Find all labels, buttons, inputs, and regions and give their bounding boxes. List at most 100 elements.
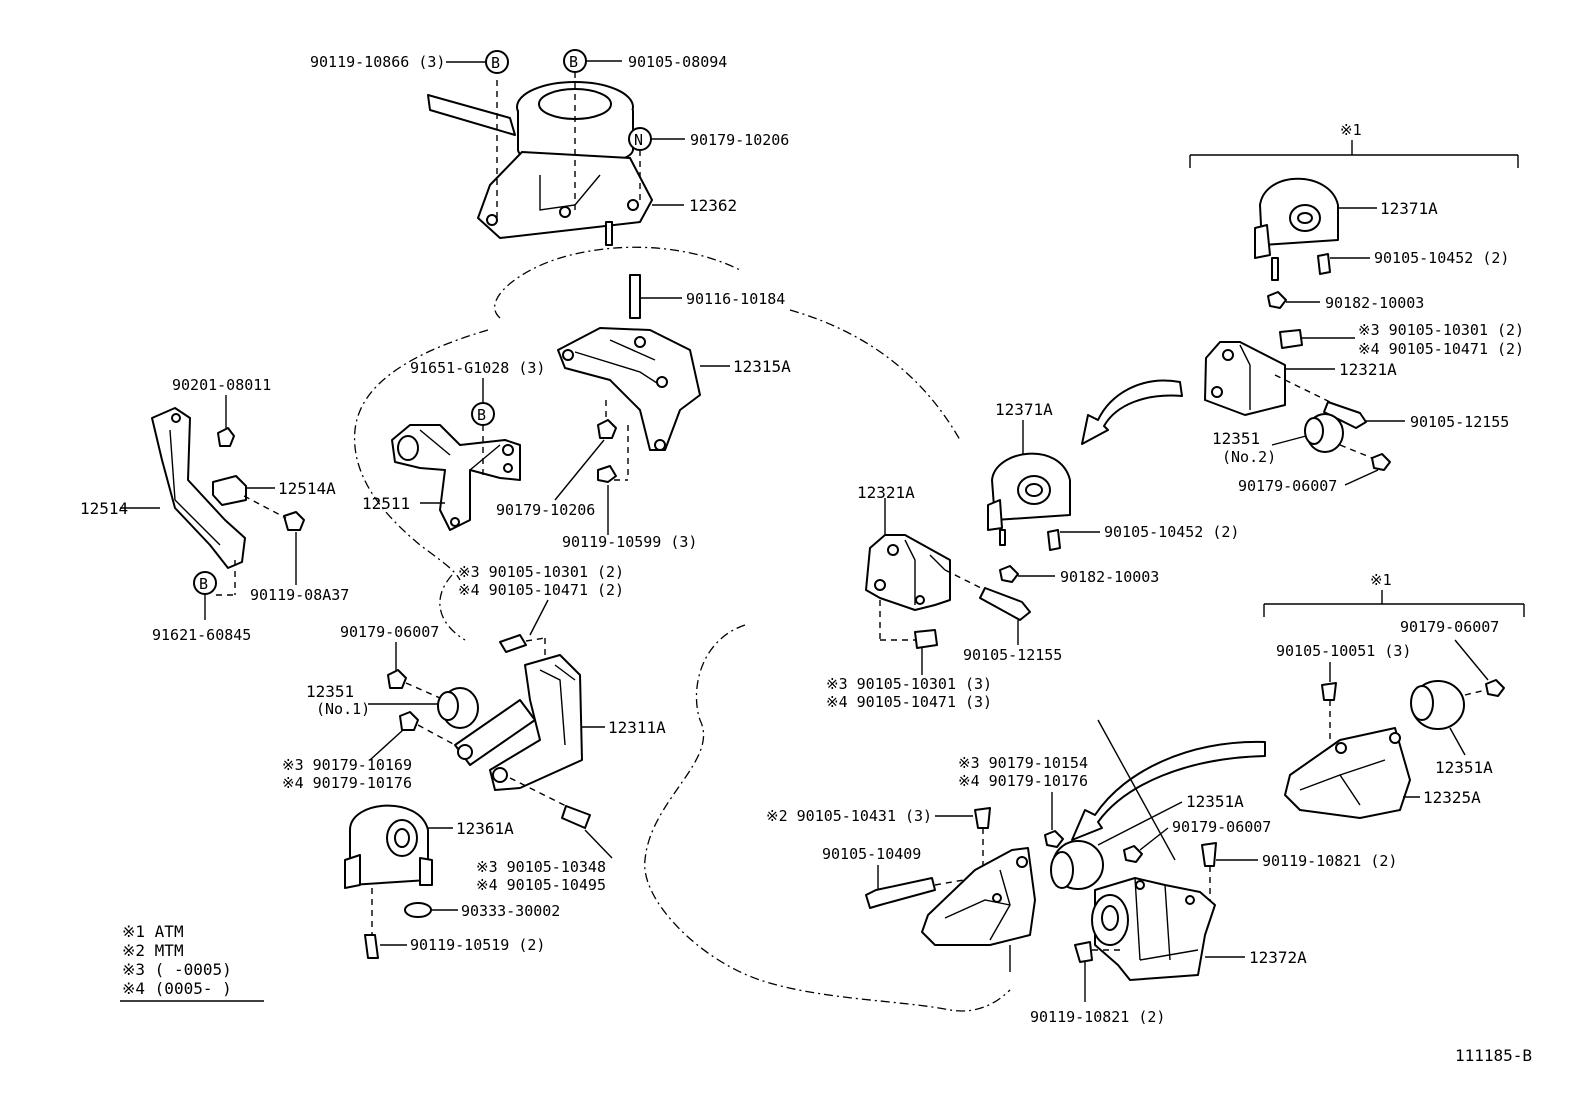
label-n3-90179-10154: ※3 90179-10154 (958, 754, 1088, 772)
label-90105-12155-right: 90105-12155 (1410, 413, 1509, 431)
label-12351-left: 12351 (306, 682, 354, 701)
dash-guide (243, 495, 287, 519)
label-n4-90179-10176-a: ※4 90179-10176 (282, 774, 412, 792)
bracket-12325A-bottom (921, 847, 1036, 946)
label-90119-10821-b: 90119-10821 (2) (1030, 1008, 1165, 1026)
bolt-90105-10431 (974, 807, 991, 829)
washer-90333-30002 (404, 902, 432, 918)
leader-line (1139, 827, 1169, 851)
label-90179-10206-mid: 90179-10206 (496, 501, 595, 519)
footnote-legend: ※1 ATM ※2 MTM ※3 ( -0005) ※4 (0005- ) (120, 922, 264, 1002)
label-90105-10452-right: 90105-10452 (2) (1374, 249, 1509, 267)
label-90119-10821-a: 90119-10821 (2) (1262, 852, 1397, 870)
engine-mount-12371A-mid (987, 452, 1071, 546)
label-12361A: 12361A (456, 819, 514, 838)
legend-note-4: ※4 (0005- ) (122, 979, 232, 998)
bracket-12511 (391, 424, 521, 531)
bolt-90105-12155-mid (979, 587, 1031, 621)
engine-mount-12371A-right (1254, 177, 1339, 281)
bracket-12321A-mid (865, 534, 951, 611)
leader-line (1271, 435, 1307, 446)
bolt-90119-10821-a (1201, 842, 1217, 867)
label-note1-top: ※1 (1340, 121, 1362, 139)
label-90179-06007-right: 90179-06007 (1238, 477, 1337, 495)
label-n3-90179-10169: ※3 90179-10169 (282, 756, 412, 774)
label-90201-08011: 90201-08011 (172, 376, 271, 394)
label-12351-left-sub: (No.1) (316, 700, 370, 718)
bolt-90105-10301 (499, 634, 527, 653)
leader-line (1449, 727, 1466, 756)
circle-b-text: B (199, 575, 208, 593)
group-boundary-line (353, 246, 1011, 1012)
label-n4-90105-10495: ※4 90105-10495 (476, 876, 606, 894)
label-91651-G1028: 91651-G1028 (3) (410, 359, 545, 377)
dash-guide (1339, 444, 1373, 459)
nut-90179-10169 (399, 711, 419, 731)
label-90105-12155-mid: 90105-12155 (963, 646, 1062, 664)
leader-line (369, 729, 404, 761)
leader-line (554, 439, 605, 501)
label-90179-06007-bottom: 90179-06007 (1172, 818, 1271, 836)
label-n3-90105-10301-c: ※3 90105-10301 (2) (1358, 321, 1524, 339)
circle-b-text: B (569, 53, 578, 71)
bolt-90105-12155-right (1323, 401, 1367, 429)
leader-line (1097, 801, 1183, 846)
label-note1-mid: ※1 (1370, 571, 1392, 589)
label-12514: 12514 (80, 499, 128, 518)
label-90116-10184: 90116-10184 (686, 290, 785, 308)
engine-mount-12361A (344, 804, 433, 889)
bolt-90119-10599 (597, 465, 617, 483)
circle-b-text: B (477, 406, 486, 424)
label-n3-90105-10301-a: ※3 90105-10301 (2) (458, 563, 624, 581)
label-90105-08094: 90105-08094 (628, 53, 727, 71)
nut-90179-06007-r2 (1485, 679, 1505, 697)
cushion-12514A (212, 475, 247, 506)
cushion-12351-no1 (437, 687, 479, 729)
bolt-90105-10301-c (1279, 329, 1303, 349)
dash-guide (509, 777, 571, 809)
reference-line (1097, 719, 1176, 861)
legend-note-1: ※1 ATM (122, 922, 184, 941)
label-12511: 12511 (362, 494, 410, 513)
label-12321A-right: 12321A (1339, 360, 1397, 379)
nut-90179-06007-bottom (1123, 845, 1143, 863)
curved-arrow-bottom (1071, 740, 1266, 841)
bracket-12311A (454, 654, 583, 791)
label-n3-90105-10301-b: ※3 90105-10301 (3) (826, 675, 992, 693)
nut-90179-10154 (1044, 830, 1064, 848)
circle-b-text: B (491, 54, 500, 72)
bracket-12315A (557, 274, 701, 451)
cushion-12351A-mid (1050, 840, 1104, 890)
label-90105-10452-mid: 90105-10452 (2) (1104, 523, 1239, 541)
label-90179-06007-left: 90179-06007 (340, 623, 439, 641)
label-90119-10599: 90119-10599 (3) (562, 533, 697, 551)
bolt-90105-10452-right (1317, 253, 1331, 275)
bolt-90119-10821-b (1074, 941, 1093, 963)
label-n4-90179-10176-b: ※4 90179-10176 (958, 772, 1088, 790)
cushion-12351A-right (1410, 680, 1465, 730)
dash-guide (417, 724, 456, 746)
leader-line (584, 829, 613, 859)
bolt-90119-08A37 (283, 511, 305, 531)
bolt-90105-10452-mid (1047, 529, 1061, 551)
nut-90201-08011 (217, 427, 235, 447)
label-12325A-right: 12325A (1423, 788, 1481, 807)
label-90119-10866: 90119-10866 (3) (310, 53, 445, 71)
bolt-90105-10301-b (914, 629, 938, 649)
label-90179-10206-top: 90179-10206 (690, 131, 789, 149)
legend-note-3: ※3 ( -0005) (122, 960, 232, 979)
circle-n-text: N (634, 131, 643, 149)
label-90119-08A37: 90119-08A37 (250, 586, 349, 604)
dash-guide (405, 682, 441, 699)
bracket-12325A-right (1284, 727, 1411, 819)
label-n4-90105-10471-a: ※4 90105-10471 (2) (458, 581, 624, 599)
label-12371A-right: 12371A (1380, 199, 1438, 218)
leader-line (529, 599, 549, 636)
legend-note-2: ※2 MTM (122, 941, 184, 960)
label-12321A-mid: 12321A (857, 483, 915, 502)
curved-arrow-top (1081, 379, 1183, 445)
label-90182-10003-right: 90182-10003 (1325, 294, 1424, 312)
label-12351-right: 12351 (1212, 429, 1260, 448)
bolt-90105-10348 (561, 805, 591, 829)
